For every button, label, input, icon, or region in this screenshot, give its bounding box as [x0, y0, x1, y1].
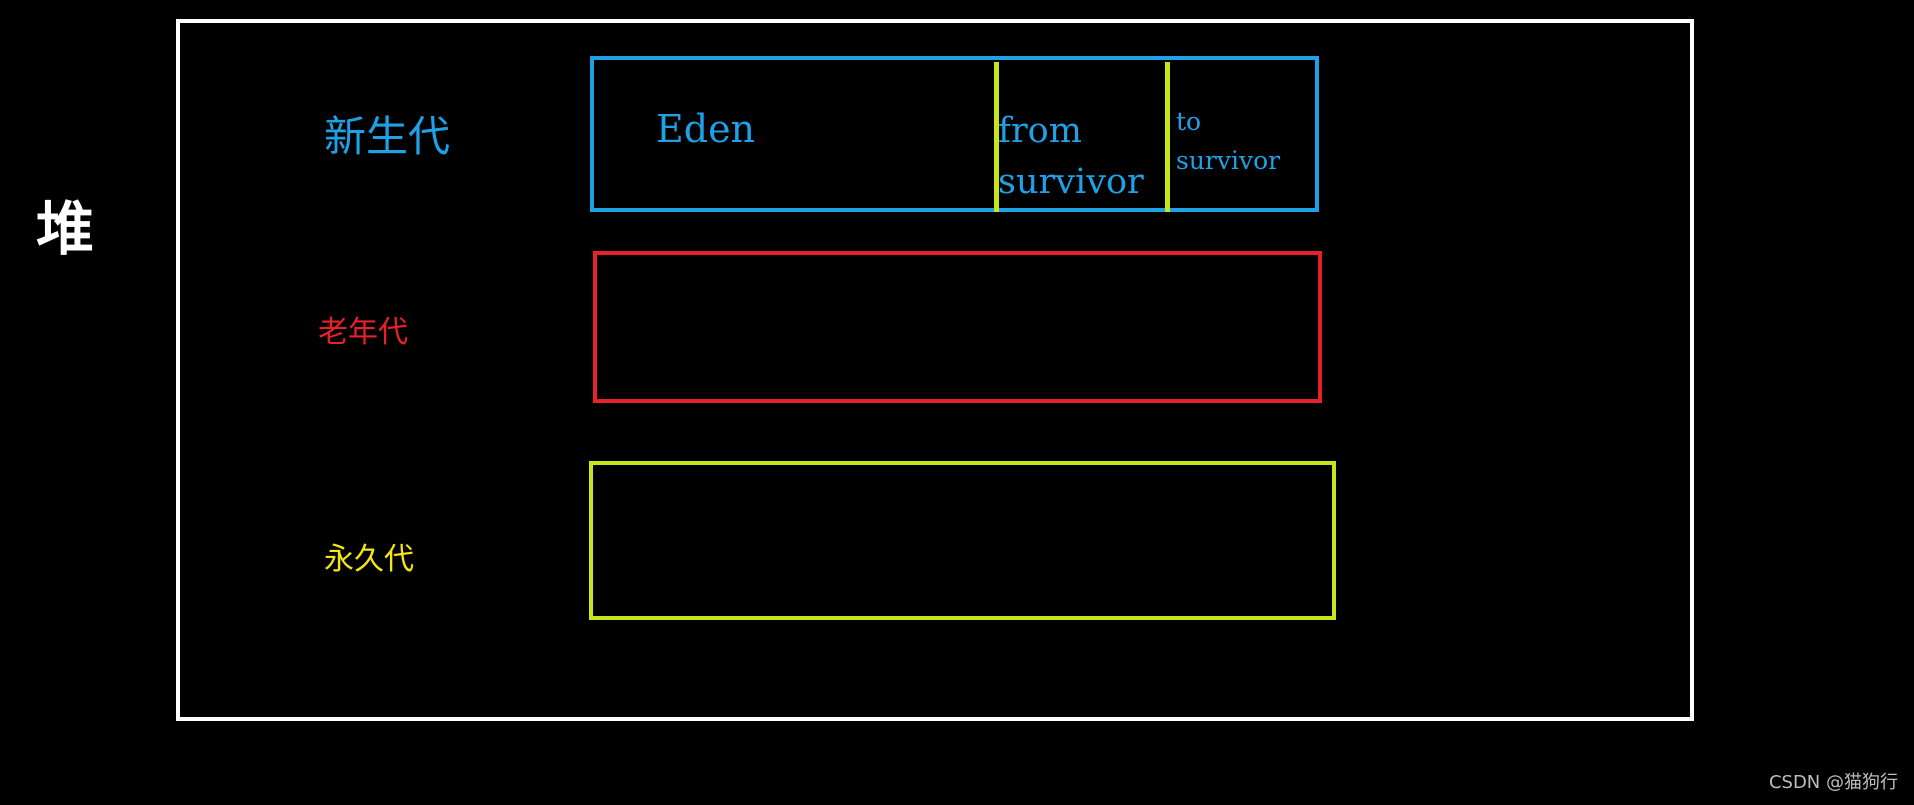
- from-survivor-label-line2: survivor: [998, 162, 1144, 202]
- to-survivor-label-line2: survivor: [1176, 146, 1281, 175]
- old-generation-label: 老年代: [318, 315, 408, 350]
- heap-label: 堆: [36, 195, 95, 263]
- watermark: CSDN @猫狗行: [1768, 772, 1898, 793]
- permanent-generation-label: 永久代: [324, 542, 414, 577]
- from-survivor-label-line1: from: [998, 111, 1082, 151]
- from-to-survivor-divider: [1165, 62, 1170, 212]
- young-generation-box: [590, 56, 1319, 212]
- to-survivor-label-line1: to: [1176, 107, 1202, 136]
- heap-box: [176, 19, 1694, 721]
- eden-from-survivor-divider: [994, 62, 999, 212]
- from-survivor-label: from survivor: [998, 106, 1144, 208]
- young-generation-label: 新生代: [324, 112, 451, 161]
- to-survivor-label: to survivor: [1176, 102, 1280, 180]
- old-generation-box: [593, 251, 1322, 403]
- permanent-generation-box: [589, 461, 1336, 620]
- eden-label: Eden: [656, 107, 756, 151]
